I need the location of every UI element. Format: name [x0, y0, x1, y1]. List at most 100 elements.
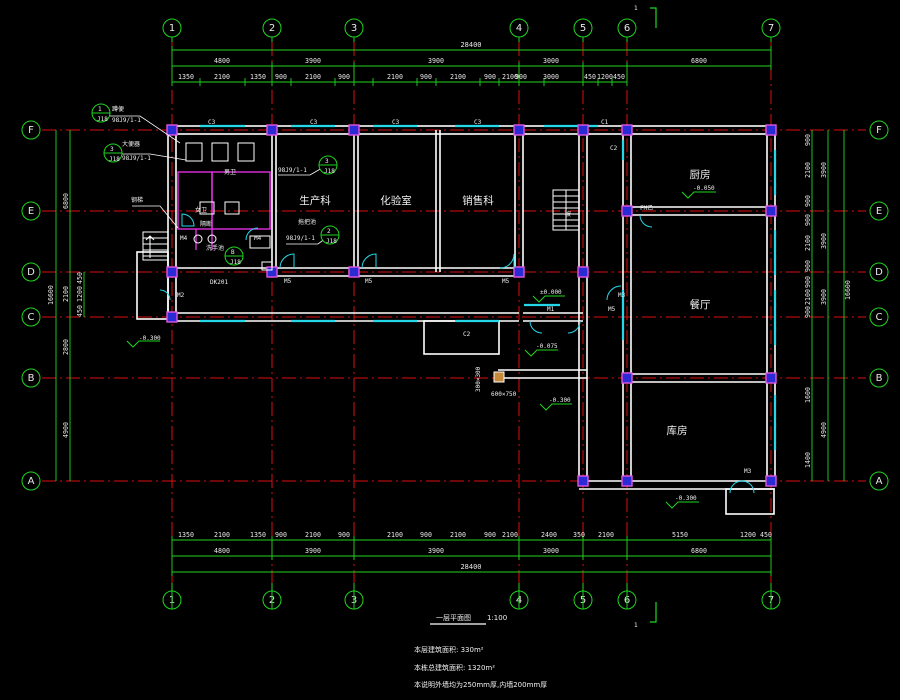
- note-floor-area: 本层建筑面积: 330m²: [414, 645, 484, 654]
- level-left: -0.300: [139, 335, 161, 342]
- level-kitchen: -0.050: [693, 185, 715, 192]
- ref-d: 98J9/1-1: [286, 235, 315, 242]
- svg-text:A: A: [876, 476, 883, 487]
- door-dk-code: DK201: [210, 279, 228, 286]
- axis-bubble-B-right: B: [869, 368, 889, 388]
- bottom-dimensions: [171, 536, 772, 576]
- door-m5-b: M5: [365, 278, 373, 285]
- right-axis-dimension: 3900: [820, 162, 828, 178]
- bubble-5-sub: J18: [230, 259, 241, 266]
- axis-bubble-3-bottom: 3: [344, 583, 364, 610]
- window-c1: C1: [601, 119, 609, 126]
- column: [266, 124, 278, 136]
- wc-male-label: 男卫: [224, 169, 236, 176]
- left-stair: [142, 231, 169, 261]
- svg-text:B: B: [28, 373, 35, 384]
- column: [765, 124, 777, 136]
- column: [513, 266, 525, 278]
- room-dining: 餐厅: [690, 298, 711, 311]
- room-sales: 销售科: [462, 194, 494, 207]
- axis-bubble-5-top: 5: [573, 18, 593, 42]
- room-kitchen: 厨房: [690, 168, 711, 181]
- svg-text:D: D: [875, 267, 883, 278]
- bottom-detail-dimension: 900: [484, 531, 496, 539]
- top-detail-dimension: 2100: [214, 73, 230, 81]
- svg-text:C: C: [876, 312, 883, 323]
- windows: [200, 124, 777, 450]
- stair-label: 钢梯: [131, 196, 143, 204]
- bubble-1-num: 1: [98, 106, 102, 113]
- porch-column: [493, 371, 505, 383]
- wc-female-label: 女卫: [195, 206, 207, 214]
- left-detail-dimension: 450: [76, 272, 84, 284]
- axis-bubble-A-right: A: [869, 471, 889, 491]
- axis-bubbles: 11223344556677FFEEDDCCBBAA: [21, 18, 889, 610]
- top-detail-dimension: 450: [613, 73, 625, 81]
- right-detail-dimension: 900: [804, 260, 812, 272]
- toilet-label: 大便器: [122, 140, 140, 148]
- bottom-axis-dimension: 3900: [428, 547, 444, 555]
- column: [621, 205, 633, 217]
- drawing-scale: 1:100: [487, 614, 507, 622]
- bubble-2-sub: J18: [109, 156, 120, 163]
- axis-bubble-C-right: C: [869, 307, 889, 327]
- ref-a: 98J9/1-1: [112, 117, 141, 124]
- column: [621, 124, 633, 136]
- column: [577, 266, 589, 278]
- svg-text:2: 2: [269, 23, 275, 34]
- level-entry: -0.300: [549, 397, 571, 404]
- left-axis-dimension: 4900: [62, 422, 70, 438]
- left-detail-dimension: 1200: [76, 286, 84, 302]
- wc-door-code-1: M4: [180, 235, 188, 242]
- col-size-b: 600×750: [491, 391, 517, 398]
- section-mark-top: 1: [634, 5, 638, 12]
- left-axis-dimension: 2800: [62, 339, 70, 355]
- axis-bubble-F-left: F: [21, 120, 41, 140]
- top-detail-dimension: 3000: [543, 73, 559, 81]
- note-total-area: 本栋总建筑面积: 1320m²: [414, 663, 495, 672]
- room-lab: 化验室: [380, 194, 412, 207]
- svg-text:4: 4: [516, 23, 522, 34]
- column: [166, 124, 178, 136]
- bottom-axis-dimension: 3900: [305, 547, 321, 555]
- column: [166, 266, 178, 278]
- top-total-dimension: 28400: [460, 41, 481, 49]
- column: [348, 266, 360, 278]
- doors: [159, 214, 755, 494]
- top-axis-dimension: 4800: [214, 57, 230, 65]
- svg-text:E: E: [876, 206, 882, 217]
- bottom-detail-dimension: 2100: [450, 531, 466, 539]
- columns: [166, 124, 777, 487]
- axis-bubble-6-top: 6: [617, 18, 637, 42]
- room-production: 生产科: [299, 194, 331, 207]
- bottom-detail-dimension: 2100: [598, 531, 614, 539]
- right-detail-dimension: 1600: [804, 387, 812, 403]
- ref-bubbles: [91, 103, 340, 266]
- ref-b: 98J9/1-1: [122, 155, 151, 162]
- window-c3-a: C3: [208, 119, 216, 126]
- top-detail-dimension: 900: [275, 73, 287, 81]
- bubble-5-num: B: [231, 249, 235, 256]
- bottom-total-dimension: 28400: [460, 563, 481, 571]
- window-c3-d: C3: [474, 119, 482, 126]
- svg-text:F: F: [28, 125, 34, 136]
- right-detail-dimension: 900: [804, 134, 812, 146]
- room-storage: 库房: [667, 424, 688, 437]
- bottom-detail-dimension: 450: [760, 531, 772, 539]
- window-c3-c: C3: [392, 119, 400, 126]
- top-detail-dimension: 900: [515, 73, 527, 81]
- bottom-detail-dimension: 1350: [178, 531, 194, 539]
- door-m5-a: M5: [284, 278, 292, 285]
- top-detail-dimension: 900: [338, 73, 350, 81]
- svg-text:E: E: [28, 206, 34, 217]
- section-marks: [650, 7, 657, 623]
- bubble-1-sub: J18: [97, 116, 108, 123]
- axis-bubble-3-top: 3: [344, 18, 364, 42]
- svg-text:7: 7: [768, 23, 774, 34]
- top-axis-dimension: 3900: [428, 57, 444, 65]
- door-c2: C2: [610, 145, 618, 152]
